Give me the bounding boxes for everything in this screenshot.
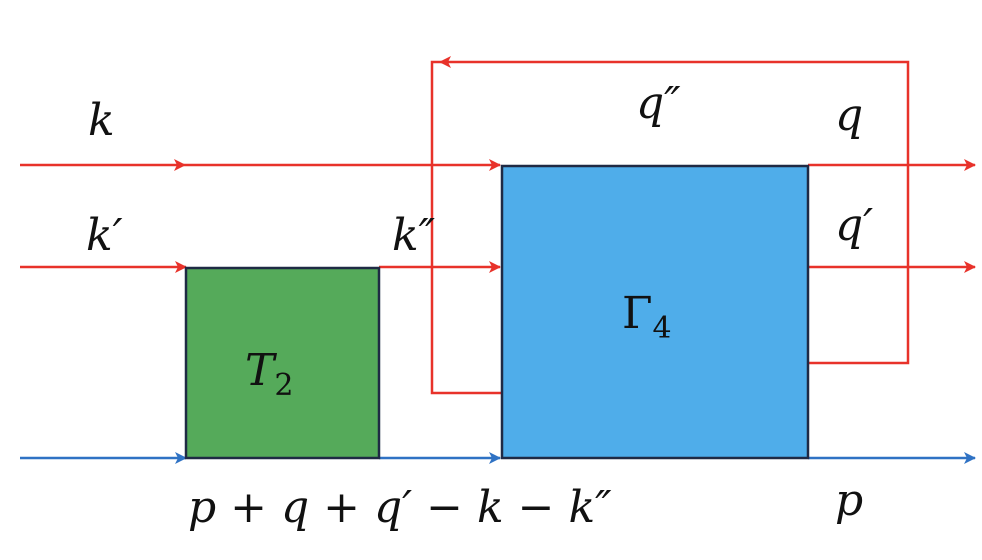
- label-q-double-prime: q″: [636, 78, 681, 129]
- gamma4-label: Γ4: [622, 288, 672, 346]
- label-q: q: [835, 90, 863, 141]
- label-p: p: [835, 475, 863, 526]
- t2-label: T2: [245, 345, 293, 403]
- label-k: k: [88, 95, 115, 146]
- label-bottom-momentum: p + q + q′ − k − k″: [188, 482, 612, 533]
- gamma4-box: [500, 164, 810, 460]
- label-k-double-prime: k″: [392, 210, 436, 261]
- loop-q-double-prime-left: [430, 60, 502, 395]
- label-k-prime: k′: [86, 210, 123, 261]
- label-q-prime: q′: [835, 200, 873, 251]
- t2-box: [184, 266, 381, 460]
- loop-q-double-prime-right: [439, 56, 910, 365]
